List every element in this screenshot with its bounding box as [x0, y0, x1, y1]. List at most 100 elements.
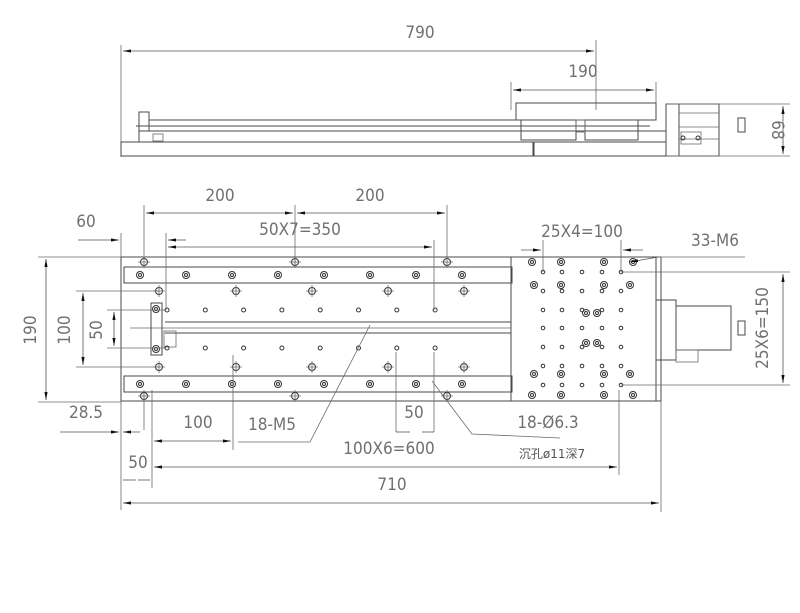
dim-190: 190	[568, 62, 597, 82]
m6-hole	[540, 307, 546, 313]
dim-25x6: 25X6=150	[753, 287, 773, 369]
counterbore-hole	[182, 380, 190, 388]
counterbore-hole	[458, 380, 466, 388]
m6-hole	[599, 382, 605, 388]
counterbore-hole-inner	[532, 283, 536, 287]
m6-hole	[599, 325, 605, 331]
counterbore-hole-inner	[460, 382, 464, 386]
counterbore-hole-inner	[368, 273, 372, 277]
side-motor-flange	[665, 103, 680, 157]
counterbore-hole	[528, 391, 536, 399]
m6-hole	[618, 344, 624, 350]
counterbore-hole	[136, 380, 144, 388]
counterbore-hole	[528, 258, 536, 266]
m6-hole	[540, 363, 546, 369]
label-18-m5: 18-M5	[248, 415, 296, 435]
m5-hole	[241, 307, 247, 313]
dim-50w: 50	[87, 320, 107, 339]
m6-hole	[540, 288, 546, 294]
side-view: 790 190 68	[120, 23, 790, 157]
counterbore-hole	[557, 281, 565, 289]
m6-hole	[559, 325, 565, 331]
top-encoder	[737, 320, 746, 336]
counterbore-hole-inner	[595, 341, 599, 345]
counterbore-hole-inner	[628, 283, 632, 287]
counterbore-hole-inner	[230, 273, 234, 277]
m5-hole	[317, 345, 323, 351]
center-mark	[458, 361, 470, 373]
counterbore-hole-inner	[138, 273, 142, 277]
dim-60: 60	[76, 212, 95, 232]
side-base-right	[533, 141, 667, 157]
m6-hole	[579, 325, 585, 331]
m6-hole	[559, 382, 565, 388]
counterbore-hole	[629, 391, 637, 399]
m5-hole	[202, 307, 208, 313]
counterbore-hole-inner	[559, 283, 563, 287]
counterbore-hole	[557, 370, 565, 378]
m5-hole	[279, 345, 285, 351]
m6-hole	[579, 382, 585, 388]
dim-50x7: 50X7=350	[259, 220, 341, 240]
dim-28-5: 28.5	[69, 403, 103, 423]
dim-100w: 100	[55, 315, 75, 344]
dim-50-end: 50	[128, 453, 147, 473]
counterbore-hole-inner	[532, 372, 536, 376]
counterbore-hole-inner	[414, 273, 418, 277]
side-encoder	[737, 117, 746, 133]
counterbore-hole	[182, 271, 190, 279]
center-mark	[458, 285, 470, 297]
m5-hole	[356, 307, 361, 313]
side-motor	[678, 103, 720, 157]
label-18-d6-3: 18-Ø6.3	[517, 413, 578, 433]
dim-25x4: 25X4=100	[541, 222, 623, 242]
counterbore-hole	[626, 281, 634, 289]
top-view: 200 200 60 50X7=350 25X4=100 33-M6 25X6=…	[21, 186, 790, 512]
counterbore-hole	[600, 258, 608, 266]
counterbore-hole	[557, 391, 565, 399]
counterbore-hole	[136, 271, 144, 279]
counterbore-hole-inner	[322, 382, 326, 386]
side-carriage	[515, 102, 657, 121]
dim-68: 68	[767, 120, 787, 139]
m5-hole	[432, 345, 438, 351]
counterbore-hole	[530, 281, 538, 289]
dim-50: 50	[404, 403, 423, 423]
counterbore-hole	[152, 345, 160, 353]
counterbore-hole	[412, 271, 420, 279]
center-mark	[306, 361, 318, 373]
m5-hole	[394, 307, 400, 313]
counterbore-hole	[320, 380, 328, 388]
m6-hole	[599, 363, 605, 369]
counterbore-hole-inner	[584, 311, 588, 315]
m6-hole	[618, 325, 624, 331]
m5-hole	[317, 307, 323, 313]
counterbore-hole	[412, 380, 420, 388]
counterbore-hole	[593, 309, 601, 317]
m6-hole	[540, 344, 546, 350]
m5-hole	[394, 345, 400, 351]
counterbore-hole	[366, 380, 374, 388]
counterbore-hole-inner	[584, 341, 588, 345]
m5-hole	[356, 345, 361, 351]
counterbore-hole-inner	[138, 382, 142, 386]
counterbore-hole	[600, 391, 608, 399]
center-mark	[138, 256, 150, 268]
hole-pattern	[136, 256, 637, 402]
counterbore-hole-inner	[530, 260, 534, 264]
counterbore-hole-inner	[184, 273, 188, 277]
counterbore-hole-inner	[602, 260, 606, 264]
center-mark	[289, 390, 301, 402]
counterbore-hole-inner	[276, 273, 280, 277]
counterbore-hole-inner	[154, 307, 158, 311]
counterbore-note: 沉孔ø11深7	[519, 447, 585, 461]
counterbore-hole-inner	[230, 382, 234, 386]
top-base	[120, 256, 662, 402]
counterbore-hole	[626, 370, 634, 378]
counterbore-hole-inner	[322, 273, 326, 277]
m5-hole	[202, 345, 208, 351]
counterbore-hole	[458, 271, 466, 279]
counterbore-hole-inner	[460, 273, 464, 277]
counterbore-hole-inner	[602, 283, 606, 287]
counterbore-hole-inner	[631, 393, 635, 397]
